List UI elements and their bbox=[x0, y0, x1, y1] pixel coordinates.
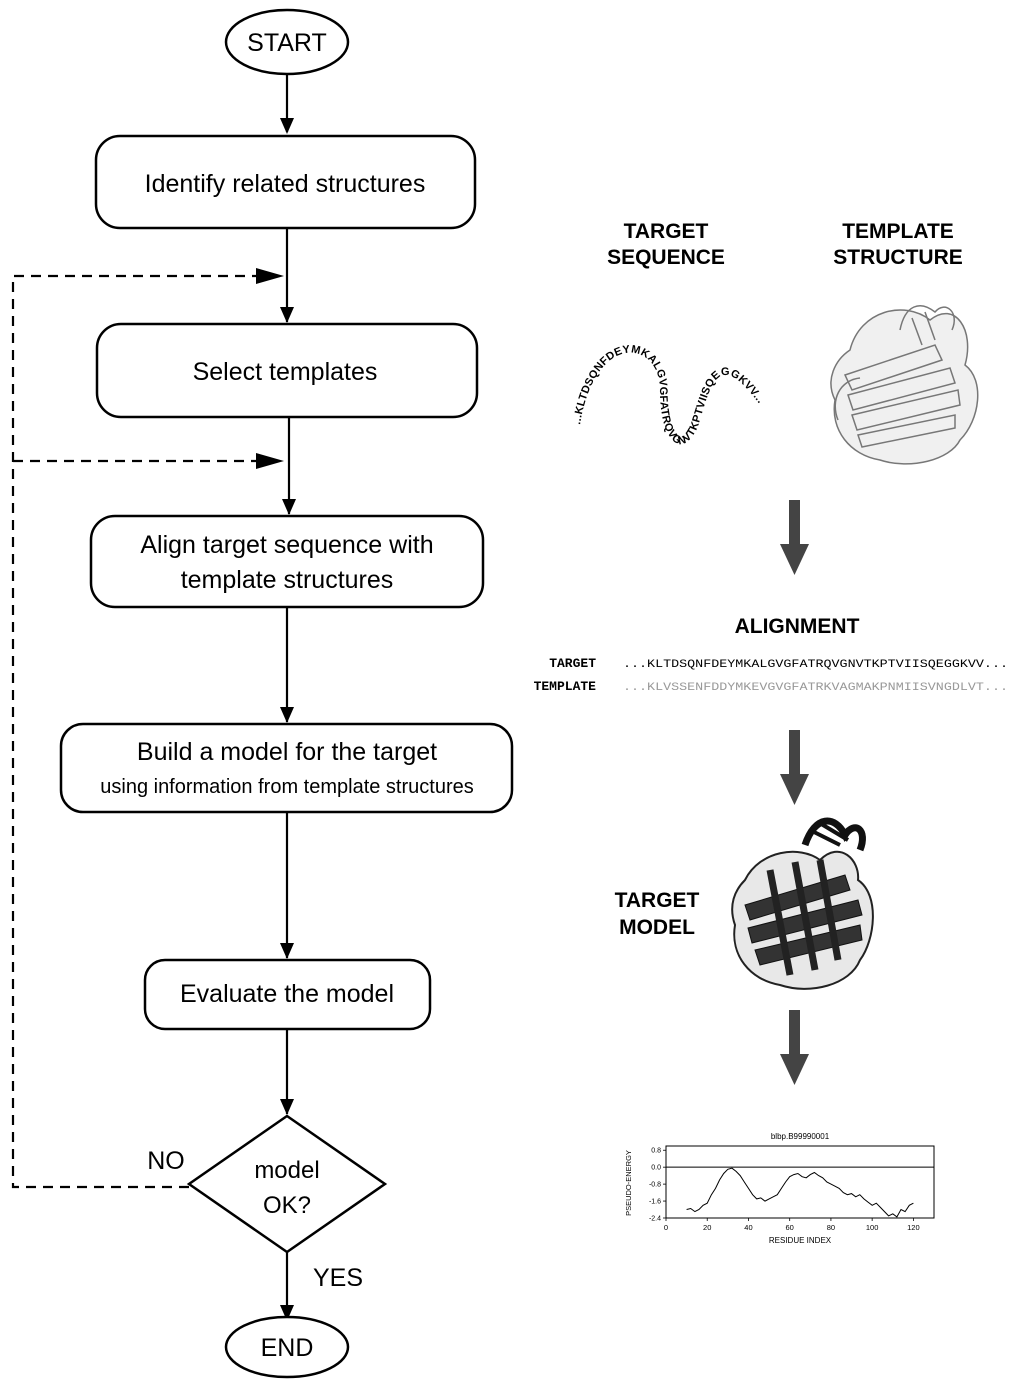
chart-xtick-label: 60 bbox=[786, 1223, 794, 1232]
template-structure-label-1: TEMPLATE bbox=[842, 220, 954, 243]
chart-ylabel: PSEUDO-ENERGY bbox=[624, 1150, 633, 1216]
arrowhead bbox=[256, 453, 284, 469]
chart-title: blbp.B99990001 bbox=[771, 1132, 830, 1141]
template-structure-label-2: STRUCTURE bbox=[833, 246, 963, 269]
chart-xtick-label: 100 bbox=[866, 1223, 879, 1232]
arrowhead bbox=[282, 499, 296, 515]
arrowhead bbox=[280, 1099, 294, 1115]
target-model-label-2: MODEL bbox=[619, 916, 695, 939]
down-arrow-icon bbox=[780, 500, 809, 575]
step-evaluate-label: Evaluate the model bbox=[180, 980, 394, 1008]
step-select-label: Select templates bbox=[193, 358, 378, 386]
step-identify-box bbox=[94, 134, 477, 230]
flowchart: START Identify related structures Select… bbox=[11, 8, 514, 1379]
alignment-target-label: TARGET bbox=[549, 656, 596, 671]
template-structure-image bbox=[830, 305, 979, 465]
chart-ytick-label: -1.6 bbox=[649, 1199, 661, 1206]
step-select-box bbox=[95, 322, 479, 419]
no-label: NO bbox=[147, 1147, 185, 1175]
down-arrow-icon bbox=[780, 1010, 809, 1085]
decision-line1: model bbox=[254, 1157, 319, 1184]
chart-xtick-label: 80 bbox=[827, 1223, 835, 1232]
chart-xtick-label: 0 bbox=[664, 1223, 668, 1232]
end-label: END bbox=[261, 1334, 314, 1362]
alignment-template-seq: ...KLVSSENFDDYMKEVGVGFATRKVAGMAKPNMIISVN… bbox=[623, 682, 1008, 694]
down-arrow-icon bbox=[780, 730, 809, 805]
chart-ytick-label: 0.8 bbox=[651, 1148, 661, 1155]
chart-xlabel: RESIDUE INDEX bbox=[769, 1236, 832, 1245]
chart-ytick-label: -0.8 bbox=[649, 1182, 661, 1189]
chart-xtick-label: 40 bbox=[744, 1223, 752, 1232]
chart-xtick-label: 20 bbox=[703, 1223, 711, 1232]
energy-profile-chart: blbp.B99990001 PSEUDO-ENERGY RESIDUE IND… bbox=[624, 1132, 935, 1245]
alignment-target-seq: ...KLTDSQNFDEYMKALGVGFATRQVGNVTKPTVIISQE… bbox=[623, 659, 1008, 671]
chart-ytick-label: 0.0 bbox=[651, 1165, 661, 1172]
decision-diamond bbox=[186, 1114, 388, 1254]
step-build-line1: Build a model for the target bbox=[137, 738, 437, 766]
target-model-label-1: TARGET bbox=[615, 889, 700, 912]
step-build-line2: using information from template structur… bbox=[100, 776, 474, 798]
step-identify-label: Identify related structures bbox=[145, 170, 426, 198]
arrowhead bbox=[280, 118, 294, 134]
feedback-loop-dashed bbox=[11, 274, 272, 1189]
wavy-sequence: ...KLTDSQNFDEYMKALGVGFATRQVGNVTKPTVIISQE… bbox=[571, 343, 766, 447]
target-sequence-label-1: TARGET bbox=[624, 220, 709, 243]
arrowhead bbox=[280, 943, 294, 959]
step-align-line2: template structures bbox=[181, 566, 394, 594]
illustration: TARGET SEQUENCE TEMPLATE STRUCTURE ...KL… bbox=[534, 220, 1008, 1245]
arrowhead bbox=[280, 707, 294, 723]
chart-marks: 0.8 0.0 -0.8 -1.6 -2.40 20 40 60 80 100 120 bbox=[649, 1148, 934, 1232]
arrowhead bbox=[256, 268, 284, 284]
target-model-image bbox=[731, 817, 874, 990]
decision-line2: OK? bbox=[263, 1192, 311, 1219]
arrowhead bbox=[280, 307, 294, 323]
step-align-line1: Align target sequence with bbox=[140, 531, 433, 559]
alignment-template-label: TEMPLATE bbox=[534, 679, 597, 694]
arrowhead bbox=[280, 1305, 294, 1321]
chart-series-line bbox=[686, 1167, 914, 1218]
alignment-title: ALIGNMENT bbox=[735, 615, 860, 638]
start-label: START bbox=[247, 29, 327, 57]
chart-xtick-label: 120 bbox=[907, 1223, 920, 1232]
target-sequence-label-2: SEQUENCE bbox=[607, 246, 725, 269]
chart-plot-frame bbox=[665, 1145, 935, 1219]
yes-label: YES bbox=[313, 1264, 363, 1292]
chart-ytick-label: -2.4 bbox=[649, 1216, 661, 1223]
end-terminal bbox=[224, 1315, 350, 1379]
